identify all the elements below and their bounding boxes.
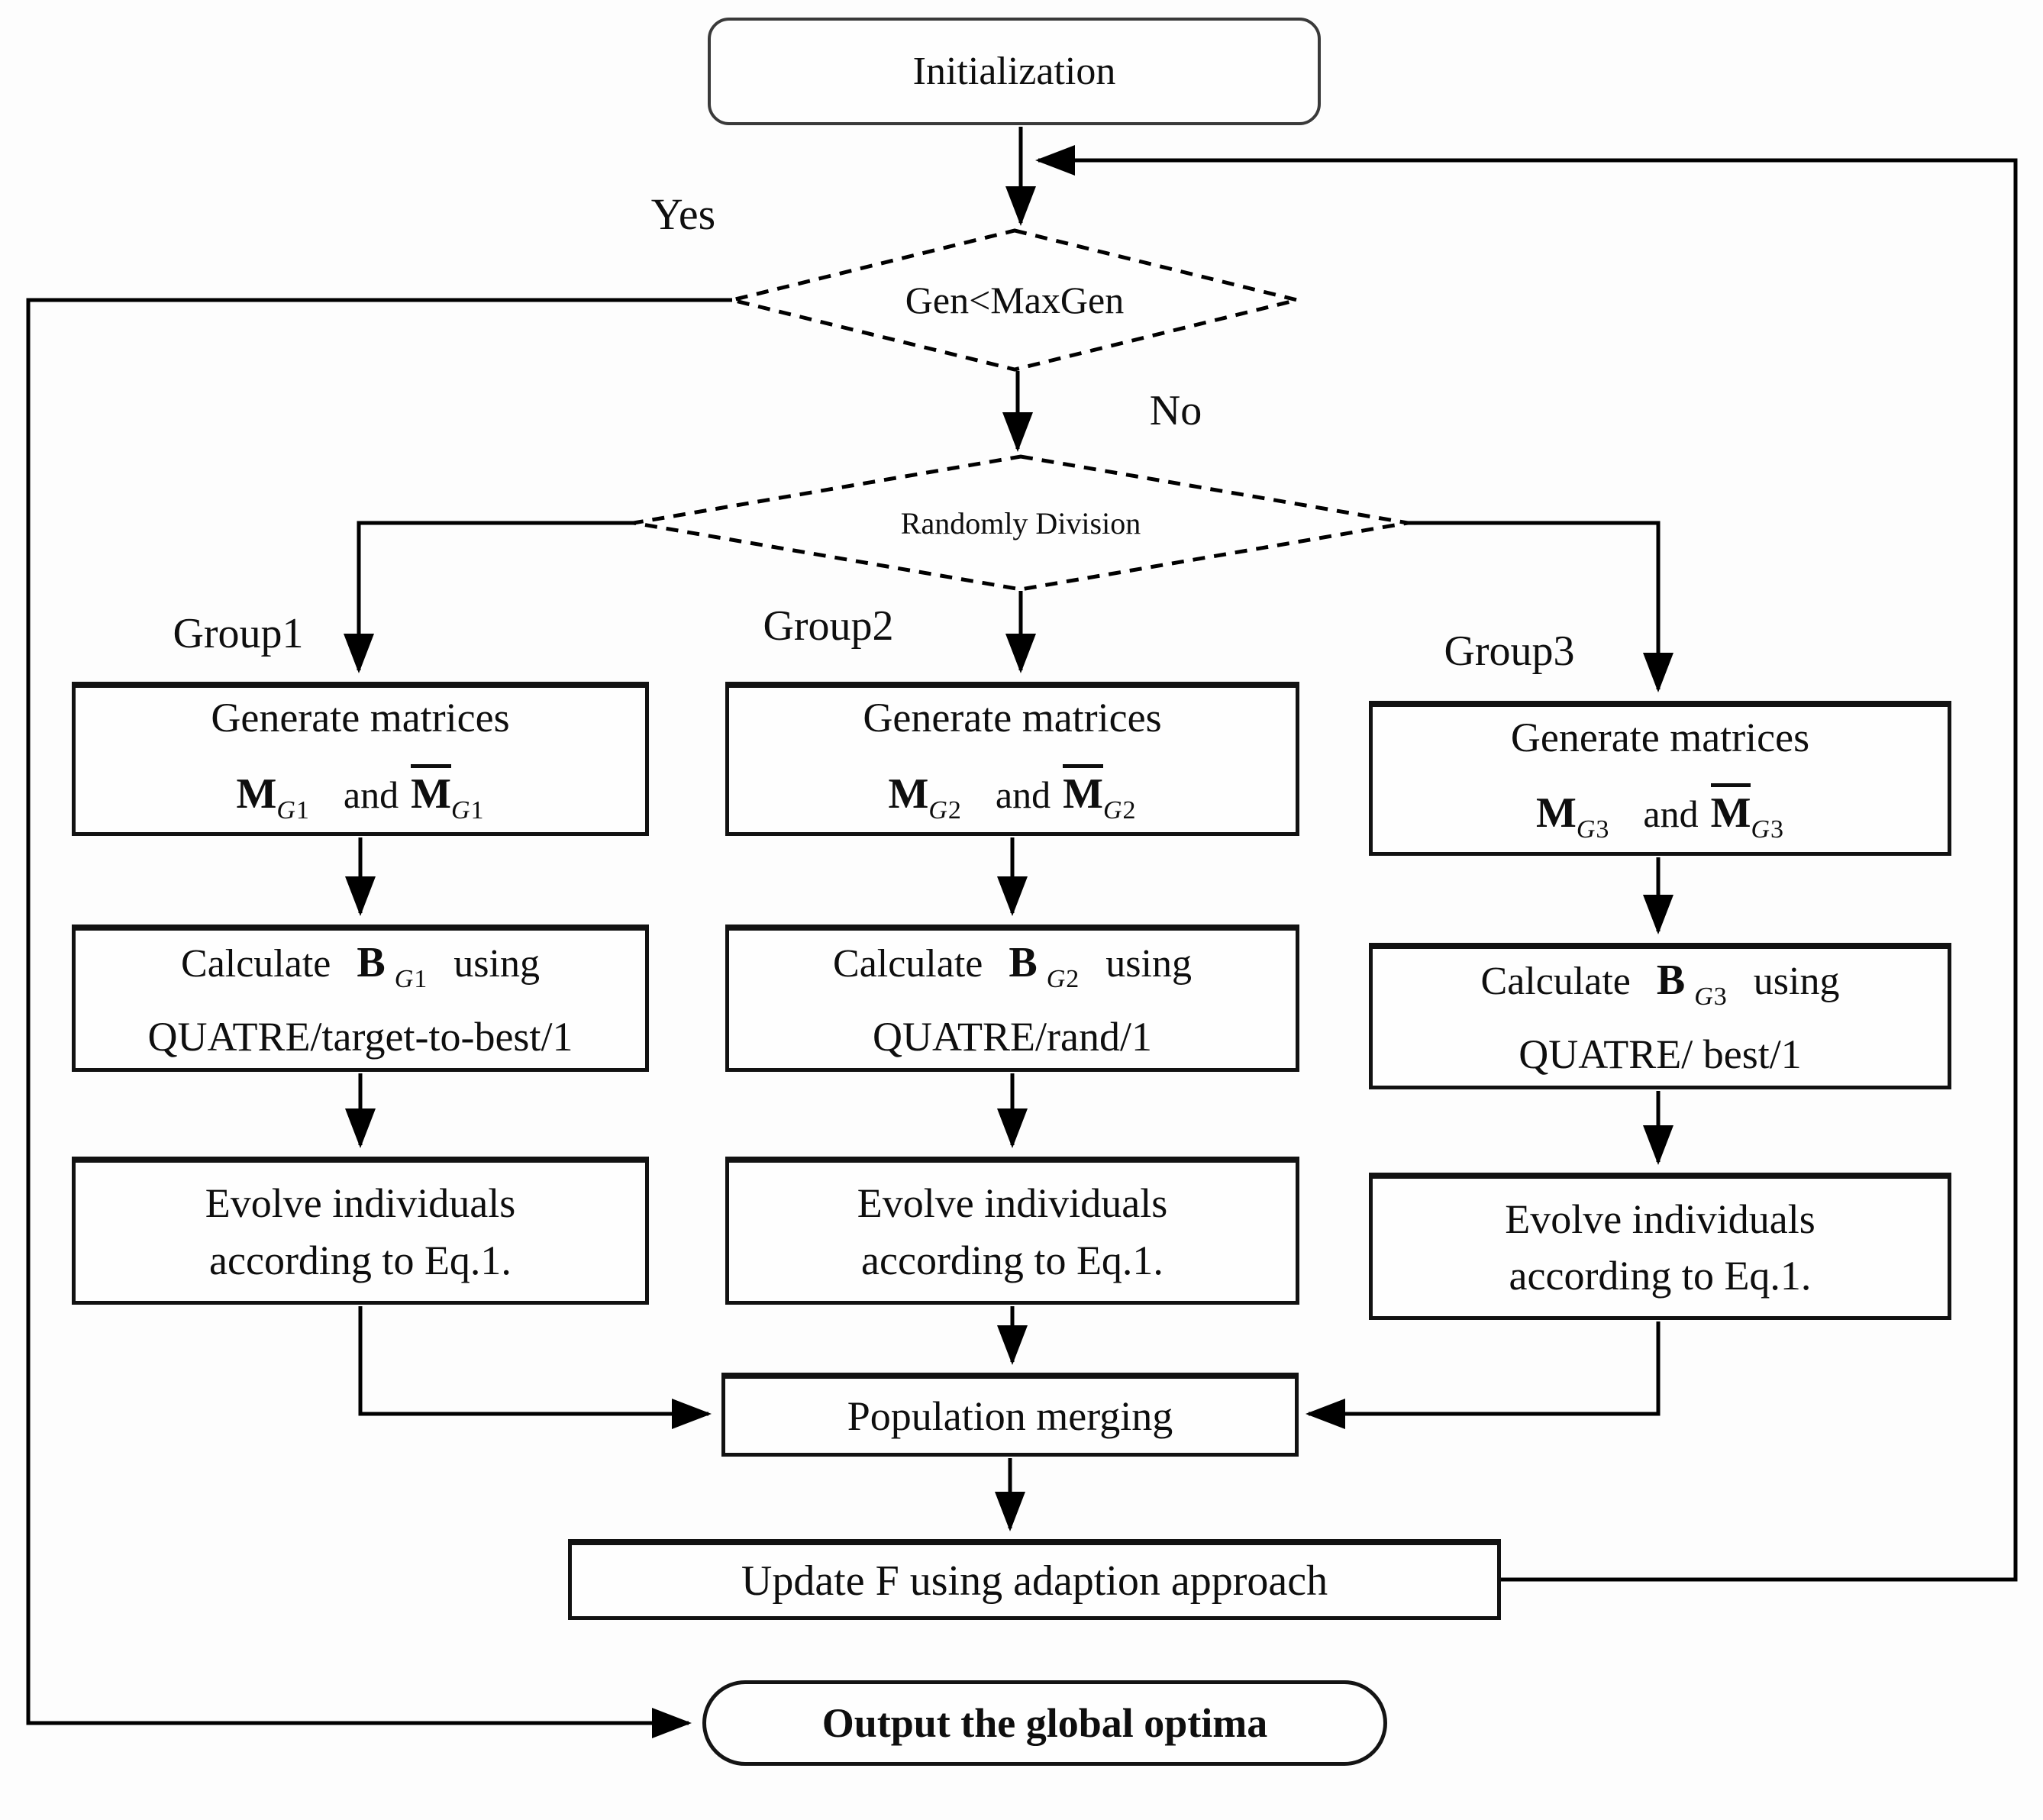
mbar-symbol: M [1063, 770, 1103, 818]
init-label: Initialization [912, 50, 1116, 93]
output-label: Output the global optima [821, 1700, 1268, 1746]
mbar-subscript-number: 3 [1770, 815, 1785, 844]
decision1-label-wrap: Gen<MaxGen [778, 262, 1251, 338]
group1-label: Group1 [101, 607, 376, 660]
group2-label: Group2 [691, 599, 966, 653]
group3-strategy: QUATRE/ best/1 [1519, 1031, 1802, 1078]
decision1-label: Gen<MaxGen [905, 279, 1125, 321]
group1-generate-title: Generate matrices [211, 695, 510, 741]
mbar-subscript-letter: G [1751, 815, 1771, 844]
update-f-label: Update F using adaption approach [741, 1557, 1328, 1605]
b-symbol: B [357, 938, 386, 986]
population-merging-box: Population merging [721, 1373, 1299, 1457]
yes-branch-to-output [26, 298, 732, 1738]
group2-strategy: QUATRE/rand/1 [873, 1013, 1152, 1060]
decision2-label: Randomly Division [900, 505, 1141, 541]
yes-label-text: Yes [650, 189, 716, 239]
group3-label-text: Group3 [1444, 628, 1575, 675]
b-symbol: B [1656, 957, 1686, 1005]
b-subscript-letter: G [1694, 983, 1714, 1012]
group2-evolve-box: Evolve individuals according to Eq.1. [725, 1157, 1299, 1305]
group1-label-text: Group1 [173, 610, 304, 657]
feedback-update-to-top [1035, 145, 2018, 1582]
no-label: No [1111, 386, 1241, 436]
and-word: and [343, 773, 399, 816]
init-node: Initialization [708, 18, 1321, 125]
decision1-diamond [731, 228, 1298, 372]
branch-to-group1 [344, 521, 634, 673]
m-subscript-number: 3 [1596, 815, 1610, 844]
group2-generate-title: Generate matrices [863, 695, 1162, 741]
m-subscript-letter: G [276, 795, 296, 824]
group3-evolve-box: Evolve individuals according to Eq.1. [1369, 1173, 1951, 1320]
b-subscript-number: 1 [414, 964, 428, 993]
m-symbol: M [236, 770, 277, 818]
update-f-box: Update F using adaption approach [568, 1539, 1501, 1620]
group1-evolve-box: Evolve individuals according to Eq.1. [72, 1157, 649, 1305]
calculate-word: Calculate [1480, 960, 1631, 1004]
branch-to-group3 [1408, 521, 1673, 692]
mbar-symbol: M [1710, 789, 1751, 837]
m-symbol: M [1535, 789, 1577, 837]
yes-label: Yes [607, 187, 760, 240]
group3-generate-title: Generate matrices [1510, 714, 1810, 760]
and-word: and [995, 773, 1051, 816]
group1-strategy: QUATRE/target-to-best/1 [147, 1013, 573, 1060]
m-subscript-letter: G [1576, 815, 1596, 844]
mbar-subscript-number: 1 [470, 795, 485, 824]
group2-label-text: Group2 [763, 602, 894, 650]
elbow-g3-to-merge [1306, 1321, 1661, 1429]
group3-evolve-line1: Evolve individuals [1505, 1196, 1815, 1242]
calculate-word: Calculate [181, 941, 331, 986]
m-symbol: M [888, 770, 929, 818]
output-node: Output the global optima [702, 1680, 1387, 1766]
using-word: using [1105, 941, 1192, 986]
elbow-g1-to-merge [358, 1306, 712, 1429]
b-subscript-letter: G [394, 964, 415, 993]
m-subscript-number: 2 [947, 795, 962, 824]
group1-evolve-line2: according to Eq.1. [209, 1237, 512, 1283]
group2-evolve-line2: according to Eq.1. [861, 1237, 1164, 1283]
calculate-word: Calculate [833, 941, 983, 986]
b-symbol: B [1009, 938, 1038, 986]
group3-label: Group3 [1372, 624, 1647, 678]
m-subscript-letter: G [928, 795, 948, 824]
b-subscript-number: 3 [1713, 983, 1728, 1012]
group1-evolve-line1: Evolve individuals [205, 1180, 516, 1227]
group3-evolve-line2: according to Eq.1. [1509, 1253, 1812, 1299]
mbar-subscript-number: 2 [1122, 795, 1137, 824]
decision2-label-wrap: Randomly Division [792, 489, 1250, 557]
population-merging-label: Population merging [847, 1392, 1173, 1439]
decision2-diamond [633, 454, 1409, 592]
using-word: using [1753, 960, 1840, 1004]
b-subscript-number: 2 [1066, 964, 1080, 993]
using-word: using [453, 941, 540, 986]
and-word: and [1643, 792, 1699, 836]
m-subscript-number: 1 [295, 795, 310, 824]
no-label-text: No [1149, 387, 1202, 434]
mbar-symbol: M [411, 770, 451, 818]
mbar-subscript-letter: G [1102, 795, 1123, 824]
b-subscript-letter: G [1046, 964, 1067, 993]
group2-evolve-line1: Evolve individuals [857, 1180, 1168, 1227]
mbar-subscript-letter: G [450, 795, 471, 824]
